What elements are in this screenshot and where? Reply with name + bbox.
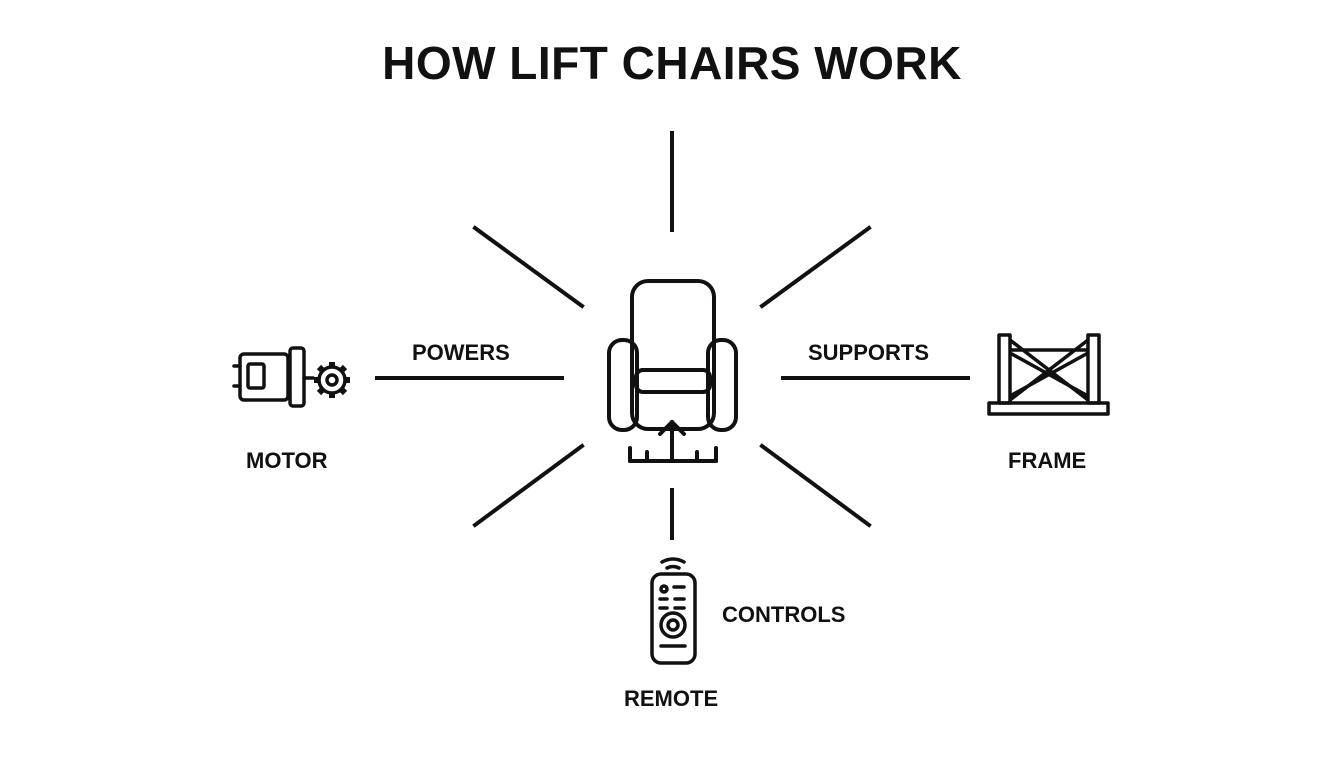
- controls-label: CONTROLS: [722, 602, 846, 627]
- frame-truss-icon: [987, 333, 1110, 416]
- lift-chair-icon: [607, 279, 738, 463]
- connector-lines: [375, 131, 970, 540]
- ray-top-right: [759, 225, 872, 309]
- diagram-title: HOW LIFT CHAIRS WORK: [382, 37, 962, 89]
- ray-bottom-right: [759, 443, 872, 528]
- ray-bottom-left: [472, 443, 585, 528]
- powers-label: POWERS: [412, 340, 510, 365]
- motor-gear-icon: [232, 346, 350, 408]
- frame-label: FRAME: [1008, 448, 1087, 473]
- supports-label: SUPPORTS: [808, 340, 930, 365]
- motor-label: MOTOR: [246, 448, 328, 473]
- remote-control-icon: [650, 557, 697, 665]
- ray-top-left: [472, 225, 585, 309]
- remote-label: REMOTE: [624, 686, 719, 711]
